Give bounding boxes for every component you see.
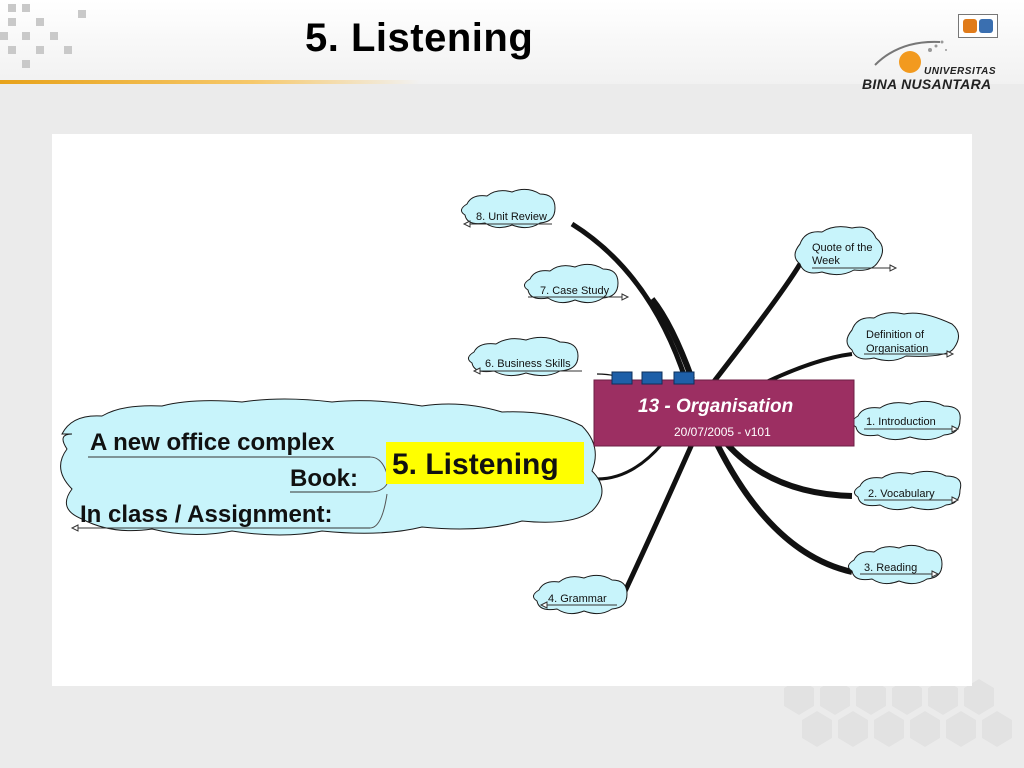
connector-reading xyxy=(714,442,853,575)
connector-grammar xyxy=(617,442,695,604)
cloud-introduction[interactable] xyxy=(852,400,961,441)
center-node[interactable] xyxy=(593,379,855,447)
tab-blue-3 xyxy=(673,371,695,385)
label-grammar: 4. Grammar xyxy=(548,593,607,605)
label-listening: 5. Listening xyxy=(392,448,559,481)
label-quote-line1: Quote of the xyxy=(812,242,873,254)
connector-vocabulary xyxy=(724,441,853,499)
slide-header: 5. Listening UNIVERSITAS BINA NUSANTARA xyxy=(0,0,1024,92)
center-date: 20/07/2005 - v101 xyxy=(674,425,771,439)
label-introduction: 1. Introduction xyxy=(866,416,936,428)
connector-unit-review xyxy=(570,221,690,385)
binus-emblem-icon xyxy=(874,40,947,73)
label-vocabulary: 2. Vocabulary xyxy=(868,488,935,500)
listening-item-class-assignment: In class / Assignment: xyxy=(80,501,333,528)
label-definition-line2: Organisation xyxy=(866,343,928,355)
logo-universitas: UNIVERSITAS xyxy=(924,66,996,77)
cloud-grammar[interactable] xyxy=(533,574,628,615)
label-reading: 3. Reading xyxy=(864,562,917,574)
university-logo: UNIVERSITAS BINA NUSANTARA xyxy=(860,10,1010,95)
label-definition-line1: Definition of xyxy=(866,329,925,341)
listening-item-book: Book: xyxy=(290,465,358,492)
tab-blue-2 xyxy=(641,371,663,385)
decorative-squares xyxy=(0,0,100,80)
connector-quote xyxy=(710,262,803,386)
listening-item-office-complex: A new office complex xyxy=(90,429,335,456)
center-title: 13 - Organisation xyxy=(638,396,793,417)
label-quote-line2: Week xyxy=(812,255,840,267)
header-accent-line xyxy=(0,80,420,84)
label-business-skills: 6. Business Skills xyxy=(485,358,571,370)
cloud-listening[interactable] xyxy=(60,398,603,536)
mindmap-diagram: 13 - Organisation 20/07/2005 - v101 8. U… xyxy=(60,188,962,615)
decorative-hexagons xyxy=(784,679,1012,747)
logo-bina-nusantara: BINA NUSANTARA xyxy=(862,76,992,92)
listening-highlight[interactable] xyxy=(386,442,584,484)
mindmap-panel: 13 - Organisation 20/07/2005 - v101 8. U… xyxy=(52,134,972,686)
cloud-unit-review[interactable] xyxy=(461,188,556,229)
cloud-definition-of-organisation[interactable] xyxy=(846,312,959,362)
tab-blue-1 xyxy=(611,371,633,385)
cloud-quote-of-the-week[interactable] xyxy=(794,226,883,276)
badge-icon xyxy=(958,14,998,38)
label-unit-review: 8. Unit Review xyxy=(476,211,547,223)
connector-listening xyxy=(596,443,664,481)
connector-case-study xyxy=(649,297,695,381)
slide-title: 5. Listening xyxy=(305,16,534,60)
label-case-study: 7. Case Study xyxy=(540,285,610,297)
